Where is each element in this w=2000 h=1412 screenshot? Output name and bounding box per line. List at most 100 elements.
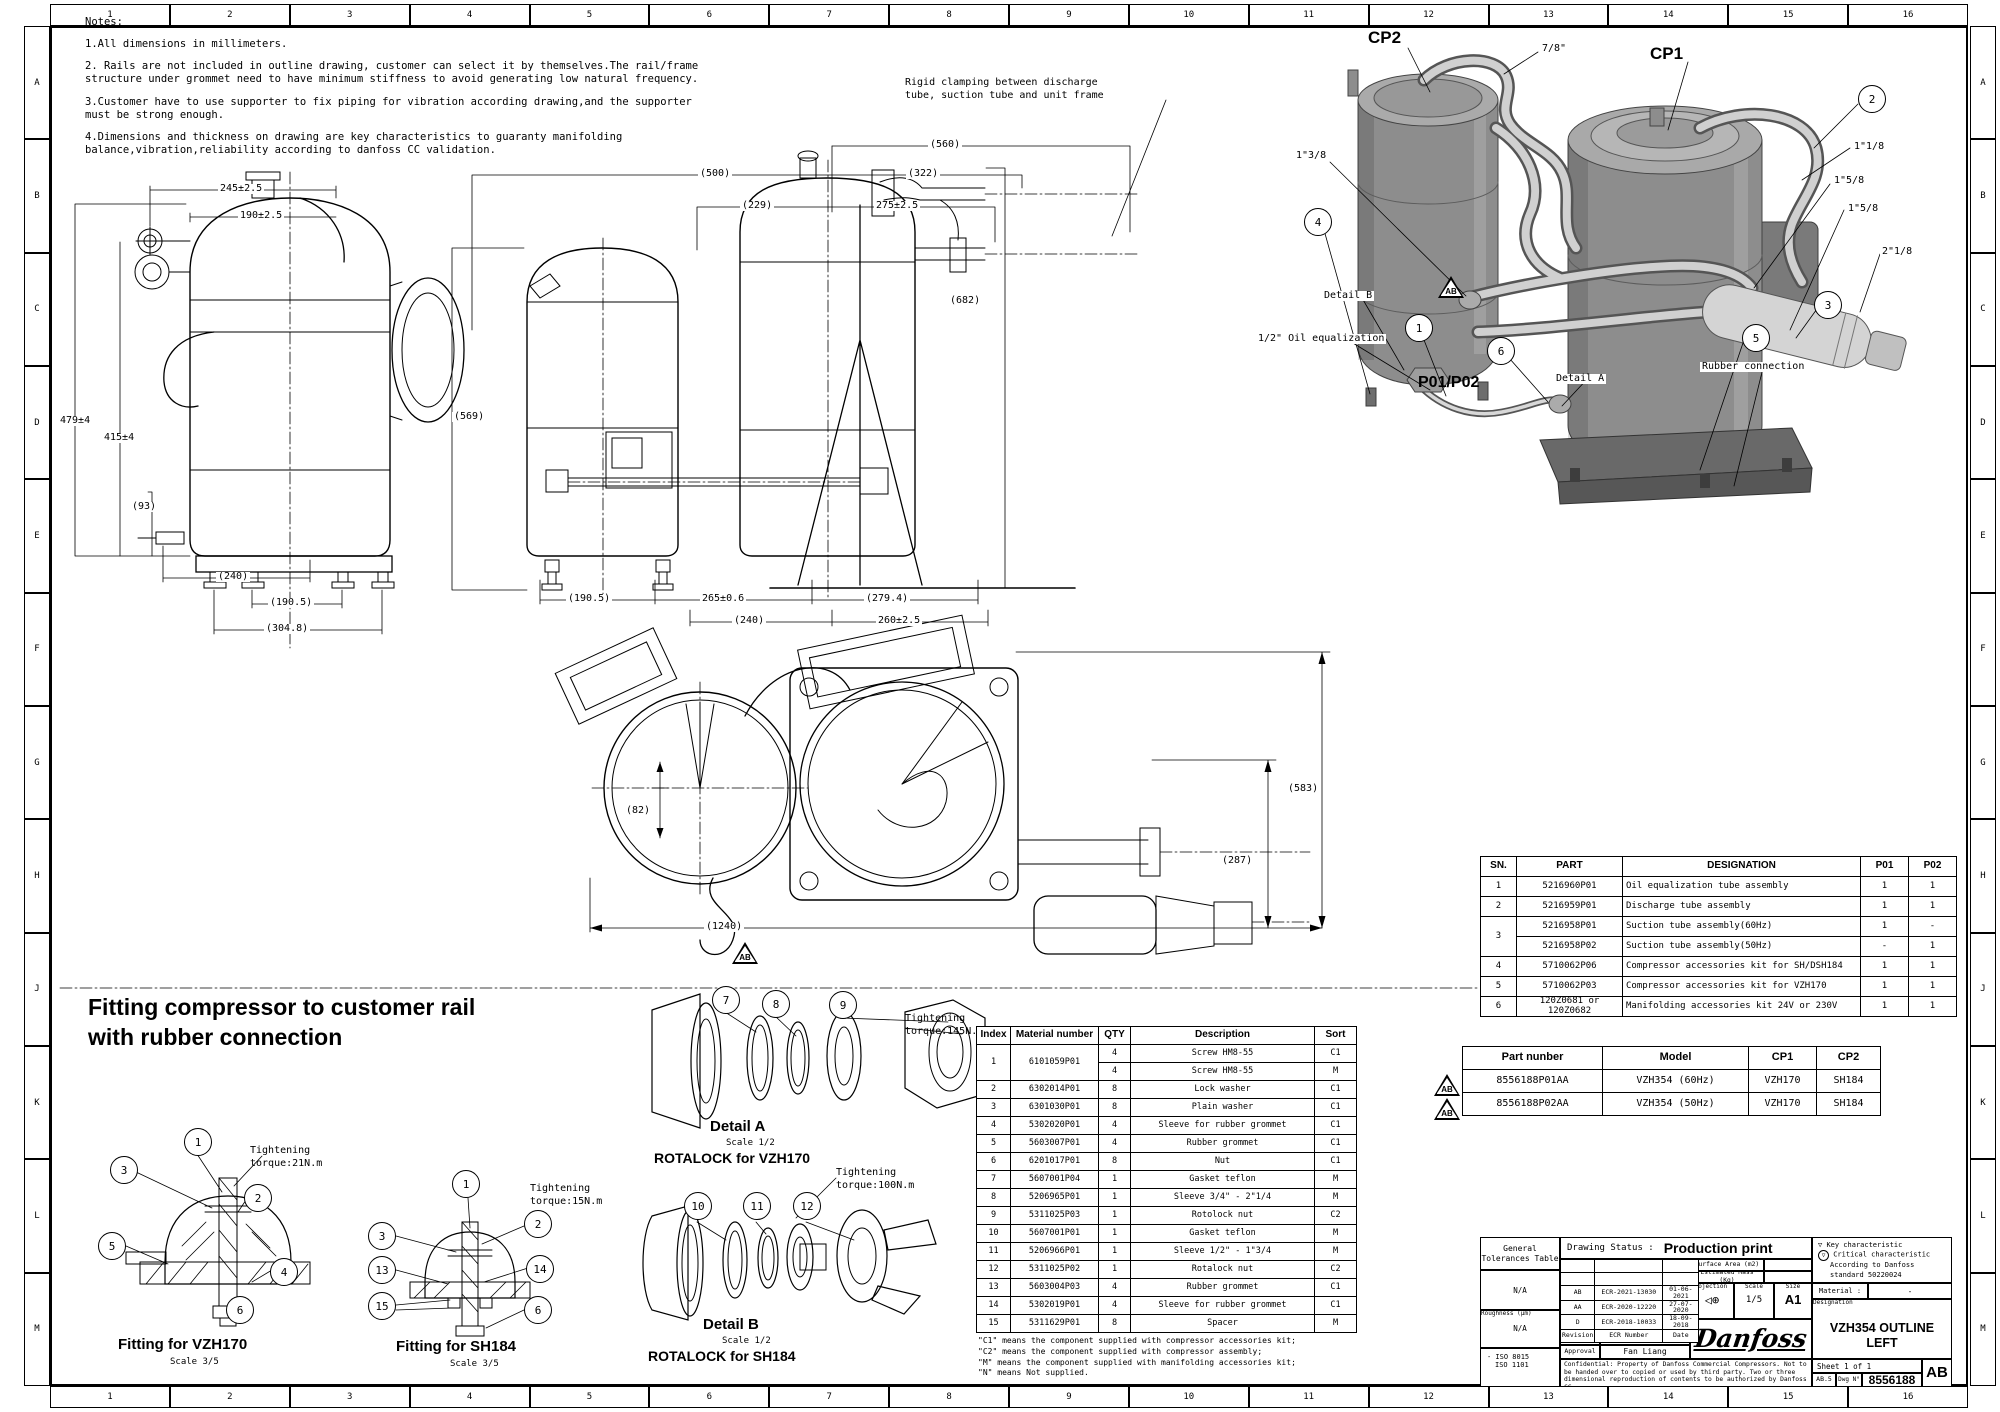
border-grid-cell: K <box>1970 1045 1996 1160</box>
dim-229: (229) <box>740 200 775 211</box>
balloon-4: 4 <box>1304 208 1332 236</box>
balloon-sh-1: 1 <box>452 1170 480 1198</box>
table-cell: 1 <box>1098 1242 1131 1261</box>
balloon-3: 3 <box>1814 291 1842 319</box>
table-cell: 5216958P01 <box>1516 916 1623 937</box>
border-grid-cell: D <box>24 365 50 480</box>
table-cell: 5607001P01 <box>1010 1224 1099 1243</box>
table-cell: ECR-2021-13030 <box>1594 1285 1664 1301</box>
table-cell: 1 <box>1908 896 1957 917</box>
table-cell: 5206965P01 <box>1010 1188 1099 1207</box>
table-cell: Compressor accessories kit for SH/DSH184 <box>1622 956 1861 977</box>
table-cell: 4 <box>1098 1296 1131 1315</box>
dim-82: (82) <box>624 805 653 816</box>
table-cell: C1 <box>1314 1080 1357 1099</box>
table-cell: 1 <box>976 1044 1011 1081</box>
table-cell: C1 <box>1314 1116 1357 1135</box>
border-grid-cell: B <box>1970 139 1996 253</box>
table-cell: M <box>1314 1314 1357 1333</box>
table-cell: VZH354 (50Hz) <box>1602 1092 1749 1116</box>
estimated-mass-label: Estimated Mass (Kg) <box>1690 1271 1764 1283</box>
table-cell: 1 <box>1908 976 1957 997</box>
table-cell: 1 <box>1098 1188 1131 1207</box>
confidential-note: Confidential: Property of Danfoss Commer… <box>1560 1359 1812 1387</box>
standard-ref-2: standard 50220024 <box>1830 1270 1902 1279</box>
balloon-db-12: 12 <box>793 1192 821 1220</box>
table-cell: 11 <box>976 1242 1011 1261</box>
dim-240-front: (240) <box>732 615 767 626</box>
border-grid-cell: C <box>24 252 50 366</box>
border-grid-cell: M <box>1970 1272 1996 1386</box>
table-cell: Rubber grommet <box>1130 1278 1315 1297</box>
table-cell: 6 <box>1480 996 1517 1017</box>
table-cell: ECR-2018-10033 <box>1594 1314 1664 1330</box>
label-cp1: CP1 <box>1650 44 1684 63</box>
dim-415: 415±4 <box>102 432 137 443</box>
border-grid-cell: 6 <box>649 1386 770 1408</box>
dim-245: 245±2.5 <box>218 183 265 194</box>
balloon-vzh-5: 5 <box>98 1232 126 1260</box>
border-grid-cell: 4 <box>409 1386 530 1408</box>
table-cell: M <box>1314 1062 1357 1081</box>
table-cell: 6301030P01 <box>1010 1098 1099 1117</box>
table-cell: Manifolding accessories kit 24V or 230V <box>1622 996 1861 1017</box>
dim-93: (93) <box>130 501 159 512</box>
dim-190-5-front: (190.5) <box>566 593 613 604</box>
size-label: Size <box>1785 1283 1801 1290</box>
material-value: - <box>1868 1283 1952 1299</box>
balloon-sh-15: 15 <box>368 1292 396 1320</box>
table-cell: 4 <box>1480 956 1517 977</box>
critical-characteristic-icon: ▽ <box>1818 1250 1829 1262</box>
border-grid-cell: E <box>24 479 50 593</box>
table-cell: 4 <box>1098 1134 1131 1153</box>
pipe-size-1-1-8: 1"1/8 <box>1852 141 1887 152</box>
table-cell: 6302014P01 <box>1010 1080 1099 1099</box>
table-cell: QTY <box>1098 1026 1131 1045</box>
border-grid-cell: 7 <box>769 1386 890 1408</box>
table-cell <box>1662 1272 1700 1286</box>
table-cell: Compressor accessories kit for VZH170 <box>1622 976 1861 997</box>
border-grid-cell: H <box>24 819 50 933</box>
table-cell: 5603007P01 <box>1010 1134 1099 1153</box>
dim-190: 190±2.5 <box>238 210 285 221</box>
table-cell: PART <box>1516 856 1623 877</box>
fitting-sh-scale: Scale 3/5 <box>448 1359 501 1369</box>
roughness-value: N/A <box>1513 1323 1527 1333</box>
table-cell: C1 <box>1314 1098 1357 1117</box>
drawing-status-value: Production print <box>1663 1239 1773 1256</box>
table-cell: Gasket teflon <box>1130 1224 1315 1243</box>
border-grid-cell: 16 <box>1848 4 1968 26</box>
table-cell: M <box>1314 1170 1357 1189</box>
table-cell: VZH170 <box>1748 1092 1817 1116</box>
table-cell: 6 <box>976 1152 1011 1171</box>
table-cell <box>1559 1272 1596 1286</box>
table-cell: Sleeve for rubber grommet <box>1130 1116 1315 1135</box>
notes-block: Notes: 1.All dimensions in millimeters. … <box>85 16 725 166</box>
border-grid-cell: F <box>24 592 50 706</box>
label-cp2: CP2 <box>1368 28 1402 47</box>
table-cell: Rotolock nut <box>1130 1206 1315 1225</box>
border-grid-cell: C <box>1970 252 1996 366</box>
table-cell: Model <box>1602 1046 1749 1070</box>
table-cell: Gasket teflon <box>1130 1170 1315 1189</box>
table-cell: SN. <box>1480 856 1517 877</box>
table-cell: 5216959P01 <box>1516 896 1623 917</box>
footnote-c2: "C2" means the component supplied with c… <box>978 1346 1263 1356</box>
detail-a-title: Detail A <box>710 1118 766 1135</box>
border-grid-cell: A <box>1970 26 1996 140</box>
balloon-6: 6 <box>1487 337 1515 365</box>
material-label: Material : <box>1812 1283 1868 1299</box>
border-grid-cell: D <box>1970 365 1996 480</box>
table-cell: 5710062P06 <box>1516 956 1623 977</box>
balloon-sh-14: 14 <box>526 1255 554 1283</box>
table-cell: 18-09-2018 <box>1662 1314 1700 1330</box>
table-cell: 5206966P01 <box>1010 1242 1099 1261</box>
table-cell: 8 <box>976 1188 1011 1207</box>
table-cell: 13 <box>976 1278 1011 1297</box>
border-grid-cell: A <box>24 26 50 140</box>
dim-479: 479±4 <box>58 415 93 426</box>
roughness-label: Roughness (µm) <box>1481 1310 1532 1317</box>
table-cell: Index <box>976 1026 1011 1045</box>
